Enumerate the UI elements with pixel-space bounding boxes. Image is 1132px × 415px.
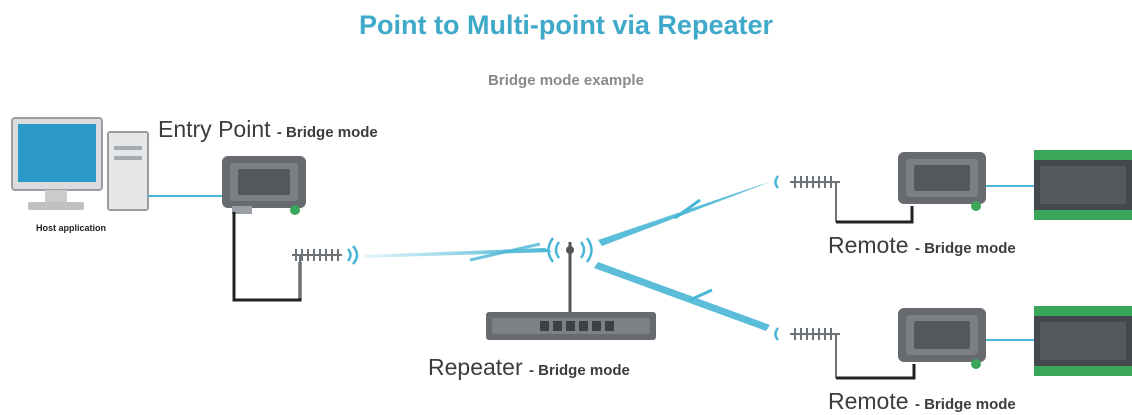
remote-2-name: Remote <box>828 388 909 414</box>
yagi-antenna-icon <box>292 249 342 298</box>
repeater-mode: - Bridge mode <box>529 362 630 379</box>
computer-icon <box>11 117 149 211</box>
remote-1-mode: - Bridge mode <box>914 240 1016 257</box>
entry-point-label: Entry Point - Bridge mode <box>158 116 378 143</box>
remote-2-mode: - Bridge mode <box>914 396 1016 413</box>
repeater-label: Repeater - Bridge mode <box>428 354 630 381</box>
radio-modem-icon <box>222 156 306 215</box>
page-subtitle: Bridge mode example <box>488 72 644 89</box>
radio-modem-icon <box>898 308 986 369</box>
wireless-link-icon <box>346 245 359 265</box>
entry-point-name: Entry Point <box>158 116 271 142</box>
yagi-antenna-icon <box>774 327 840 378</box>
omni-antenna-icon <box>547 237 593 312</box>
remote-2-label: Remote - Bridge mode <box>828 388 1016 415</box>
radio-modem-icon <box>898 152 986 211</box>
entry-point-mode: - Bridge mode <box>276 124 378 141</box>
repeater-name: Repeater <box>428 354 523 380</box>
repeater-rack-icon <box>486 312 656 340</box>
page-title: Point to Multi-point via Repeater <box>358 10 773 40</box>
plc-controller-icon <box>1034 150 1132 220</box>
yagi-antenna-icon <box>774 175 840 222</box>
plc-controller-icon <box>1034 306 1132 376</box>
remote-1-name: Remote <box>828 232 909 258</box>
host-label: Host application <box>36 223 107 233</box>
remote-1-label: Remote - Bridge mode <box>828 232 1016 259</box>
